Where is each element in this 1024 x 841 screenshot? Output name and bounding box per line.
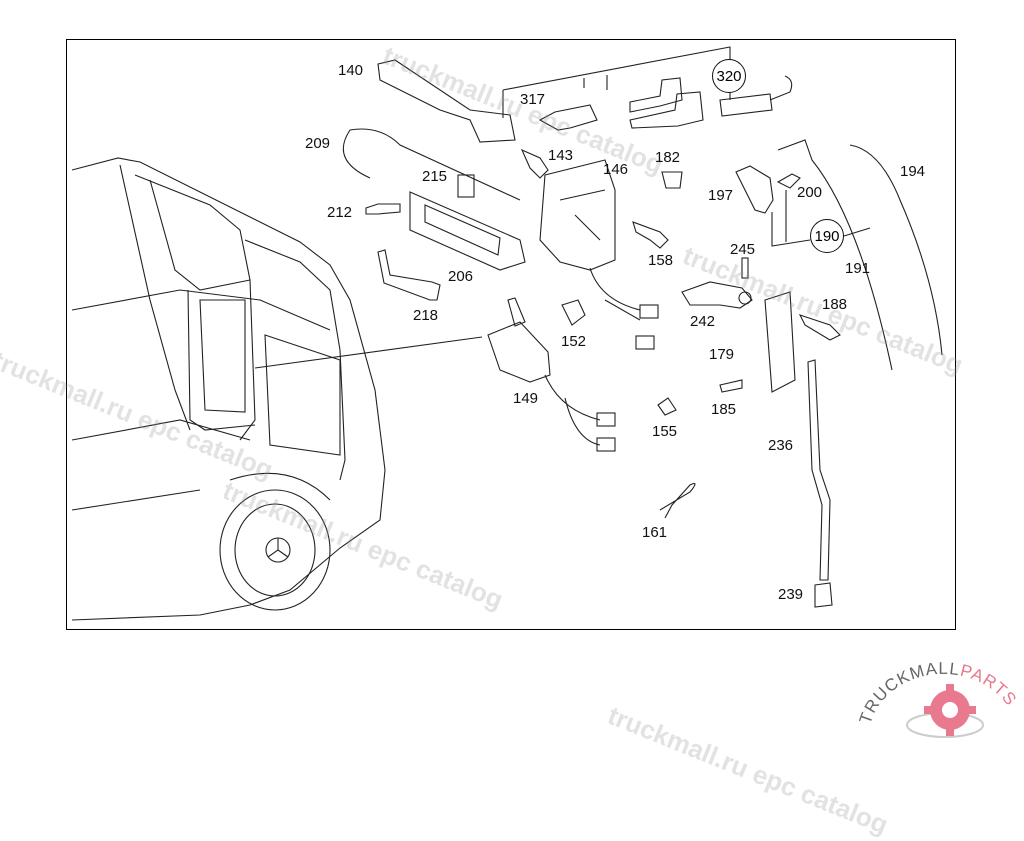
callout-317: 317 [520,91,546,108]
part-182-clip [661,171,683,189]
part-connector-2 [635,335,655,350]
part-140-outer-handle [377,59,516,143]
callout-215: 215 [422,168,448,185]
part-146-door-lock [539,159,616,271]
part-key-2 [629,91,704,129]
callout-158: 158 [648,252,674,269]
callout-161: 161 [642,524,668,541]
callout-191: 191 [845,260,871,277]
part-connector-1 [639,304,659,319]
part-155-clip [657,397,677,416]
callout-320: 320 [712,59,746,93]
callout-194: 194 [900,163,926,180]
part-317-bracket-line [502,46,731,118]
gear-logo-icon: TRUCKMALLPARTS [856,659,1020,738]
callout-140: 140 [338,62,364,79]
callout-218: 218 [413,307,439,324]
callout-197: 197 [708,187,734,204]
part-161-cable-tie [659,483,696,519]
part-143-screw [520,148,549,179]
callout-149: 149 [513,390,539,407]
part-185-screw [719,379,743,393]
truckmallparts-logo: TRUCKMALLPARTS [855,640,1024,750]
part-146-wire [589,267,641,321]
part-194-cable [849,144,943,356]
part-connector-4 [596,437,616,452]
callout-206: 206 [448,268,474,285]
part-236-rod [807,359,831,581]
part-317-lock-cylinder [538,104,598,131]
callout-212: 212 [327,204,353,221]
callout-143: 143 [548,147,574,164]
callout-188: 188 [822,296,848,313]
part-212-screw [365,203,401,215]
part-215-clip [457,174,475,198]
callout-239: 239 [778,586,804,603]
part-149-wire [544,374,601,446]
van-outline [71,157,483,621]
part-149-actuator [487,297,551,383]
diagram-frame [66,39,956,630]
callout-155: 155 [652,423,678,440]
parts-drawing [71,46,943,621]
part-218-grip [377,249,441,301]
part-206-handle-housing [409,191,526,271]
part-245-pin [741,257,749,279]
callout-152: 152 [561,333,587,350]
callout-242: 242 [690,313,716,330]
callout-182: 182 [655,149,681,166]
part-191-cable [777,139,893,371]
callout-200: 200 [797,184,823,201]
callout-146: 146 [603,161,629,178]
callout-190: 190 [810,219,844,253]
part-158-screw [632,221,669,249]
callout-236: 236 [768,437,794,454]
part-239-clip [814,582,833,608]
part-197-block [735,165,774,214]
part-connector-3 [596,412,616,427]
part-209-cable [342,128,521,201]
callout-185: 185 [711,401,737,418]
part-242-pivot [738,291,752,305]
part-key-1 [629,77,683,113]
part-179-bracket [764,291,796,393]
callout-245: 245 [730,241,756,258]
part-188-screw [798,314,841,341]
part-152-clip [561,299,586,326]
part-tag [719,75,793,117]
part-200-screw [776,173,801,189]
callout-179: 179 [709,346,735,363]
callout-209: 209 [305,135,331,152]
part-190-bracket-line [771,190,871,247]
